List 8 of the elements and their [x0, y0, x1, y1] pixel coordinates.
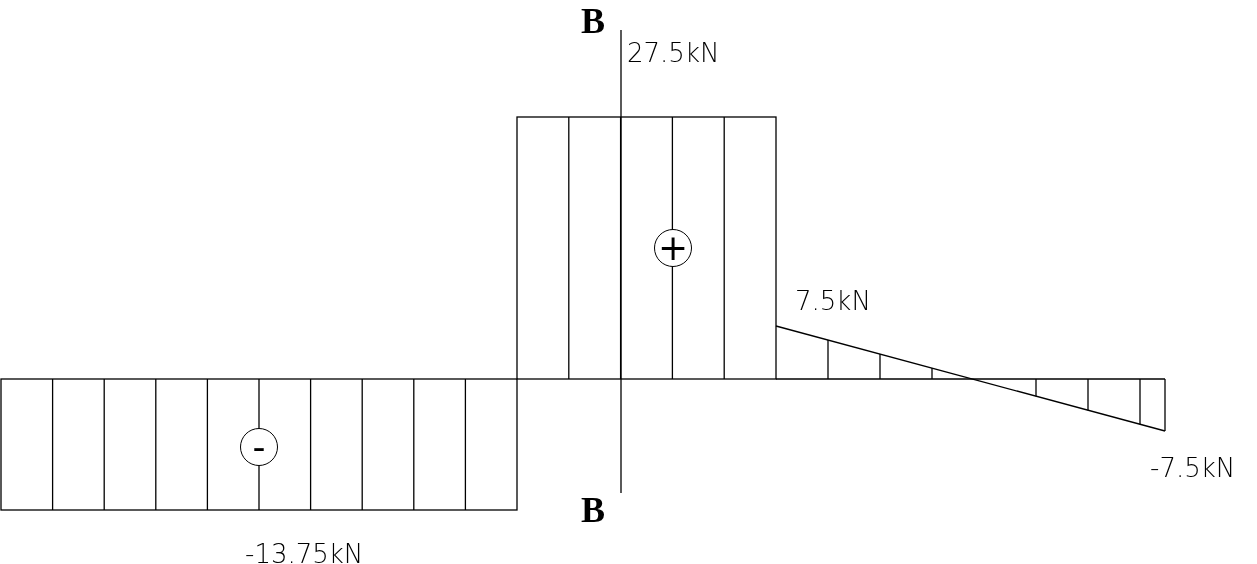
value-label: 27.5kN — [627, 40, 720, 66]
value-label: -7.5kN — [1150, 455, 1236, 481]
sign-circle: - — [240, 428, 278, 466]
section-label: B — [581, 3, 605, 39]
value-label: 7.5kN — [795, 288, 871, 314]
sign-circle: + — [654, 229, 692, 267]
value-label: -13.75kN — [245, 541, 364, 564]
section-label: B — [581, 492, 605, 528]
